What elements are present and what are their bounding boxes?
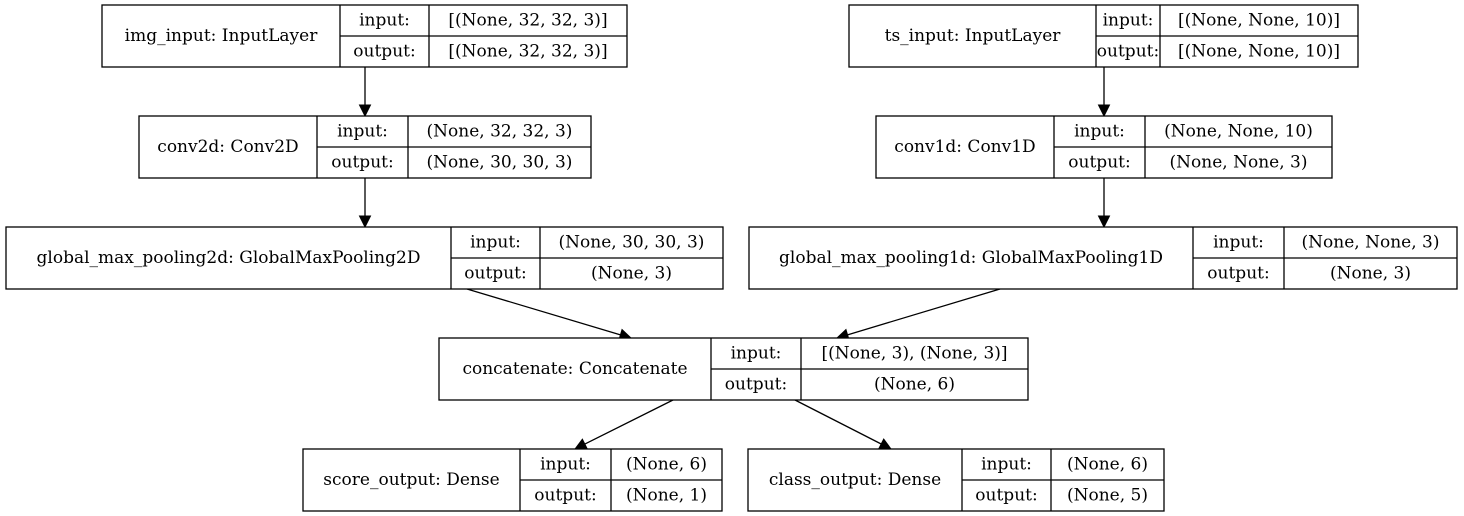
input-label: input: xyxy=(1103,11,1154,31)
output-label: output: xyxy=(534,486,596,506)
output-label: output: xyxy=(353,42,415,62)
output-shape: (None, 3) xyxy=(1330,264,1411,284)
output-label: output: xyxy=(1097,42,1159,62)
edge-line xyxy=(847,288,1001,336)
output-shape: (None, 1) xyxy=(626,486,707,506)
output-label: output: xyxy=(464,264,526,284)
layer-node-conv1d: conv1d: Conv1D input: output: (None, None, … xyxy=(875,115,1333,179)
edge-ts-input-to-conv1d xyxy=(1097,67,1111,118)
arrowhead xyxy=(1097,215,1111,229)
node-name: img_input: InputLayer xyxy=(125,26,319,46)
input-label: input: xyxy=(981,455,1032,475)
output-shape: [(None, 32, 32, 3)] xyxy=(448,42,607,62)
edge-line xyxy=(584,399,674,445)
nodes: img_input: InputLayer input: output: [(None… xyxy=(5,4,1458,512)
layer-node-img-input: img_input: InputLayer input: output: [(None… xyxy=(101,4,628,68)
edge-concatenate-to-class-output xyxy=(794,399,892,450)
input-label: input: xyxy=(540,455,591,475)
input-shape: (None, 30, 30, 3) xyxy=(559,233,705,253)
edge-concatenate-to-score-output xyxy=(573,399,674,450)
input-label: input: xyxy=(731,344,782,364)
node-name: global_max_pooling1d: GlobalMaxPooling1D xyxy=(779,248,1163,268)
input-shape: (None, 32, 32, 3) xyxy=(427,122,573,142)
input-shape: (None, None, 3) xyxy=(1302,233,1440,253)
input-shape: [(None, 3), (None, 3)] xyxy=(821,344,1007,364)
node-name: global_max_pooling2d: GlobalMaxPooling2D xyxy=(37,248,421,268)
output-shape: (None, 30, 30, 3) xyxy=(427,153,573,173)
layer-node-class-output: class_output: Dense input: output: (None, 6… xyxy=(747,448,1165,512)
arrowhead xyxy=(358,104,372,118)
input-shape: (None, 6) xyxy=(1067,455,1148,475)
node-name: class_output: Dense xyxy=(769,470,941,490)
arrowhead xyxy=(358,215,372,229)
node-name: ts_input: InputLayer xyxy=(885,26,1062,46)
arrowhead xyxy=(1097,104,1111,118)
output-label: output: xyxy=(725,375,787,395)
input-shape: [(None, 32, 32, 3)] xyxy=(448,11,607,31)
output-label: output: xyxy=(331,153,393,173)
node-name: concatenate: Concatenate xyxy=(462,359,687,379)
output-shape: (None, 5) xyxy=(1067,486,1148,506)
node-name: conv1d: Conv1D xyxy=(894,137,1035,157)
input-shape: (None, None, 10) xyxy=(1164,122,1313,142)
input-label: input: xyxy=(337,122,388,142)
input-shape: [(None, None, 10)] xyxy=(1178,11,1340,31)
input-label: input: xyxy=(470,233,521,253)
edge-conv1d-to-global-max-pooling1d xyxy=(1097,178,1111,229)
input-shape: (None, 6) xyxy=(626,455,707,475)
output-label: output: xyxy=(1207,264,1269,284)
edge-global-max-pooling2d-to-concatenate xyxy=(466,288,633,341)
edge-line xyxy=(794,399,882,445)
layer-node-global-max-pooling1d: global_max_pooling1d: GlobalMaxPooling1D… xyxy=(748,226,1458,290)
layer-node-ts-input: ts_input: InputLayer input: output: [(None,… xyxy=(848,4,1359,68)
input-label: input: xyxy=(359,11,410,31)
layer-node-conv2d: conv2d: Conv2D input: output: (None, 32, 32… xyxy=(138,115,592,179)
input-label: input: xyxy=(1213,233,1264,253)
output-label: output: xyxy=(1068,153,1130,173)
node-name: score_output: Dense xyxy=(323,470,499,490)
layer-node-concatenate: concatenate: Concatenate input: output: [(N… xyxy=(438,337,1029,401)
edge-conv2d-to-global-max-pooling2d xyxy=(358,178,372,229)
output-shape: (None, 6) xyxy=(874,375,955,395)
input-label: input: xyxy=(1074,122,1125,142)
output-shape: (None, 3) xyxy=(591,264,672,284)
edge-img-input-to-conv2d xyxy=(358,67,372,118)
output-shape: (None, None, 3) xyxy=(1170,153,1308,173)
node-name: conv2d: Conv2D xyxy=(157,137,298,157)
edge-global-max-pooling1d-to-concatenate xyxy=(835,288,1001,341)
edge-line xyxy=(466,288,621,336)
layer-node-global-max-pooling2d: global_max_pooling2d: GlobalMaxPooling2D… xyxy=(5,226,724,290)
layer-node-score-output: score_output: Dense input: output: (None, 6… xyxy=(302,448,723,512)
output-shape: [(None, None, 10)] xyxy=(1178,42,1340,62)
output-label: output: xyxy=(975,486,1037,506)
